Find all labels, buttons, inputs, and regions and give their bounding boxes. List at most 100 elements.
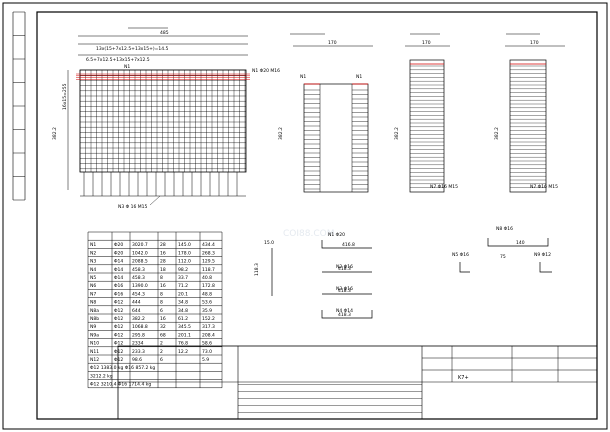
detail-r4: 75 [500,254,506,260]
table-cell: 2088.5 [132,259,148,265]
table-cell: 16 [160,250,166,256]
detail-r1: N8 Φ16 [496,226,513,232]
table-cell: 28 [160,242,166,248]
table-cell: Φ16 [114,283,123,289]
table-cell: 8 [160,291,163,297]
table-cell: Φ14 [114,275,123,281]
table-cell: 48.8 [202,291,212,297]
table-cell: N2 [90,250,96,256]
table-cell: 61.2 [178,316,188,322]
table-cell: 68 [160,332,166,338]
title-block: K7+ [117,345,598,420]
table-sum-row: Φ12 3210.4 Φ16 1714.4 kg [90,382,151,388]
table-cell: Φ16 [114,291,123,297]
front-mesh [76,69,250,197]
table-cell: Φ12 [114,324,123,330]
table-cell: 317.3 [202,324,215,330]
table-sum-row: 3212.2 kg [90,373,113,379]
table-cell: 53.6 [202,300,212,306]
front-elevation-view: 485 13x(15+7x12.5+13x15+)=14.5 6.5+7x12.… [52,27,280,210]
table-cell: 6 [160,357,163,363]
svg-text:N9 Φ12: N9 Φ12 [534,252,551,258]
table-cell: 18 [160,267,166,273]
table-cell: 28 [160,259,166,265]
table-cell: 233.3 [132,349,145,355]
svg-text:418.3: 418.3 [338,312,351,318]
table-cell: 6 [160,308,163,314]
table-cell: 35.9 [202,308,212,314]
table-cell: 12.2 [178,349,188,355]
detail-n1-label: N1 Φ20 [328,232,345,238]
cross-a-dim-side: 382.2 [278,127,284,140]
table-cell: Φ12 [114,308,123,314]
detail-v3: 418.3 [338,288,351,294]
svg-text:15.0: 15.0 [264,240,274,246]
table-cell: 16 [160,316,166,322]
table-cell: N7 [90,291,96,297]
side-b-dim-side: 382.2 [494,127,500,140]
table-cell: 152.2 [202,316,215,322]
watermark-sub: COI88.COM [283,229,334,239]
table-cell: Φ12 [114,341,123,347]
svg-text:K7+: K7+ [458,375,469,381]
table-cell: 458.3 [132,275,145,281]
table-cell: N5 [90,275,96,281]
table-cell: 118.7 [202,267,215,273]
table-cell: N8b [90,316,99,322]
table-cell: N12 [90,357,99,363]
table-cell: 33.7 [178,275,188,281]
rebar-details: 15.0 118.3 N1 Φ20 416.8 N2 Φ16 418.3 N3 … [254,226,552,319]
side-view-a: 170 N7 Φ16 M15 382.2 [394,33,458,193]
svg-text:N7 Φ16 M15: N7 Φ16 M15 [530,184,558,190]
svg-text:416.8: 416.8 [342,242,355,248]
table-cell: N10 [90,341,99,347]
side-a-body: N7 Φ16 M15 [409,59,458,193]
table-cell: 34.8 [178,300,188,306]
svg-text:418.3: 418.3 [338,266,351,272]
table-cell: 268.3 [202,250,215,256]
table-cell: 444 [132,300,141,306]
side-a-dim-top: 170 [422,40,431,46]
table-cell: Φ20 [114,242,123,248]
table-cell: 2 [160,341,163,347]
table-cell: 16 [160,283,166,289]
table-cell: N9a [90,332,99,338]
table-cell: 172.8 [202,283,215,289]
side-b-dim-top: 170 [530,40,539,46]
table-cell: Φ12 [114,349,123,355]
table-cell: Φ12 [114,357,123,363]
front-dim-top: 485 [160,30,169,36]
table-cell: Φ20 [114,250,123,256]
table-cell: 8 [160,275,163,281]
side-b-body: N7 Φ16 M15 [509,59,558,193]
table-cell: 644 [132,308,141,314]
binding-strip [12,11,26,201]
detail-v1: 118.3 [254,263,260,276]
table-cell: 76.8 [178,341,188,347]
table-cell: 129.5 [202,259,215,265]
table-sum-row: Φ12 1383.0 kg Φ16 857.2 kg [90,365,155,371]
table-cell: N8a [90,308,99,314]
side-a-dim-side: 382.2 [394,127,400,140]
svg-text:N5 Φ16: N5 Φ16 [452,252,469,258]
svg-text:13x(15+7x12.5+13x15+)=14.5: 13x(15+7x12.5+13x15+)=14.5 [96,46,169,52]
front-dim-side: 382.2 [52,127,58,140]
table-cell: N6 [90,283,96,289]
watermark: COI88.COM [283,229,334,239]
table-cell: 98.2 [178,267,188,273]
table-cell: 8 [160,300,163,306]
svg-text:N7 Φ16 M15: N7 Φ16 M15 [430,184,458,190]
detail-r3: 140 [516,240,525,246]
table-cell: Φ12 [114,316,123,322]
table-cell: N8 [90,300,96,306]
table-cell: N3 [90,259,96,265]
table-cell: 58.6 [202,341,212,347]
svg-text:N1: N1 [300,74,306,80]
front-label-mid: N1 Φ20 M16 [252,68,280,74]
table-cell: 98.6 [132,357,142,363]
table-cell: 145.0 [178,242,191,248]
